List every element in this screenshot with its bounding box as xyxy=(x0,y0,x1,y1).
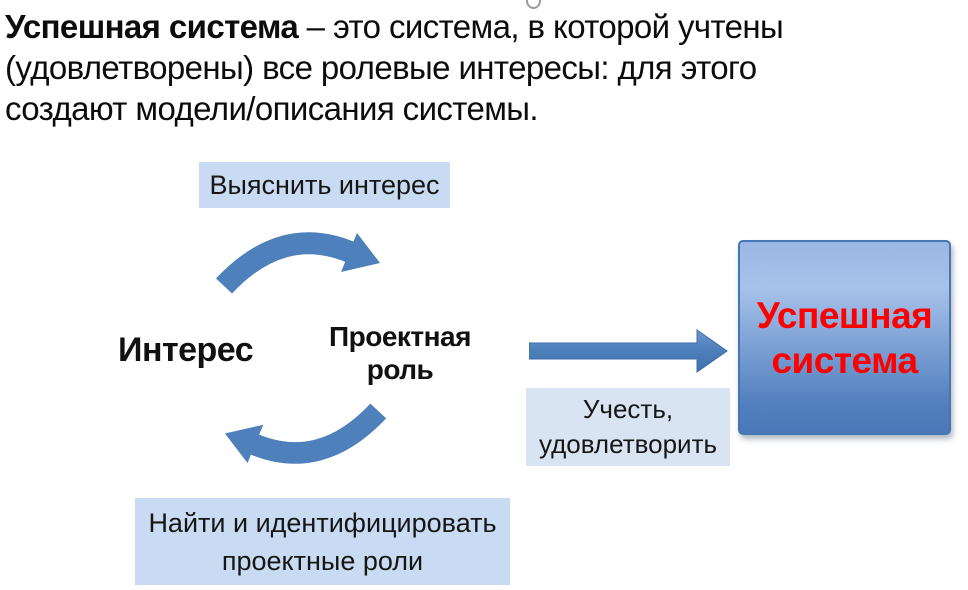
successful-system-line-2: система xyxy=(771,339,918,381)
project-role-node: Проектная роль xyxy=(320,320,480,386)
successful-system-line-1: Успешная xyxy=(756,294,933,336)
slide-title: Успешная система – это система, в которо… xyxy=(5,6,957,129)
account-satisfy-line-2: удовлетворить xyxy=(538,429,718,459)
find-roles-line-2: проектные роли xyxy=(221,546,424,576)
interest-node: Интерес xyxy=(118,331,254,369)
title-line-1-rest: – это система, в которой учтены xyxy=(298,8,784,45)
title-line-1: Успешная система – это система, в которо… xyxy=(5,6,957,47)
cycle-arrow-top-icon xyxy=(215,232,380,294)
right-arrow-icon xyxy=(529,329,728,373)
project-role-line-1: Проектная xyxy=(329,321,471,352)
account-satisfy-line-1: Учесть, xyxy=(582,394,674,424)
title-line-2: (удовлетворены) все ролевые интересы: дл… xyxy=(5,49,757,86)
cycle-arrow-bottom-icon xyxy=(224,403,387,464)
find-roles-box: Найти и идентифицировать проектные роли xyxy=(135,498,510,585)
successful-system-box: Успешная система xyxy=(738,240,951,435)
clarify-interest-box: Выяснить интерес xyxy=(199,162,450,208)
project-role-line-2: роль xyxy=(366,354,434,385)
find-roles-line-1: Найти и идентифицировать xyxy=(148,508,497,538)
title-line-3: создают модели/описания системы. xyxy=(5,90,539,127)
title-term: Успешная система xyxy=(5,8,299,45)
account-satisfy-box: Учесть, удовлетворить xyxy=(526,388,730,466)
cropped-artifact-icon xyxy=(526,0,541,9)
